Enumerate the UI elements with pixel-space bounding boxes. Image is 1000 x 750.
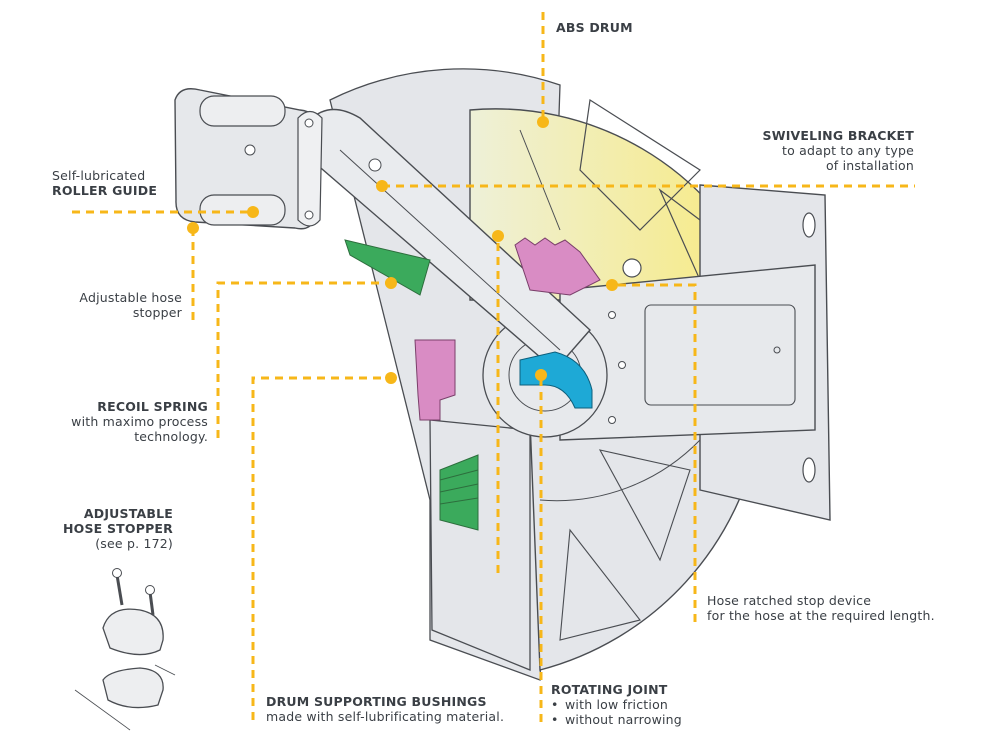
ratchet-device (414, 237, 601, 421)
abs-drum-title: ABS DRUM (556, 20, 633, 35)
label-roller-guide: Self-lubricated ROLLER GUIDE (52, 168, 157, 198)
hose-stopper-part-drawing (74, 568, 176, 731)
ratchet-stop-line: for the hose at the required length. (707, 608, 935, 623)
leader-bushings (251, 376, 391, 720)
rotating-joint-title: ROTATING JOINT (551, 682, 668, 697)
leader-recoil-spring (216, 281, 391, 438)
callout-dots (187, 116, 618, 384)
label-abs-drum: ABS DRUM (556, 20, 633, 35)
swiveling-bracket-line: to adapt to any type (782, 143, 914, 158)
hose-stopper-line: stopper (132, 305, 182, 320)
label-hose-stopper-small: Adjustable hose stopper (79, 290, 182, 320)
roller-guide-pre: Self-lubricated (52, 168, 146, 183)
rotating-joint-bullet: with low friction (551, 697, 682, 712)
swiveling-bracket (559, 184, 831, 521)
roller-guide (174, 88, 323, 230)
swiveling-bracket-line: of installation (825, 158, 914, 173)
adjustable-hose-stopper-line: ADJUSTABLE (83, 506, 173, 521)
hose-stopper-line: Adjustable hose (79, 290, 182, 305)
label-ratchet-stop: Hose ratched stop device for the hose at… (707, 593, 935, 623)
swiveling-bracket-title: SWIVELING BRACKET (762, 128, 914, 143)
label-rotating-joint: ROTATING JOINT with low friction without… (551, 682, 682, 727)
recoil-spring (344, 239, 479, 531)
adjustable-hose-stopper-line: HOSE STOPPER (62, 521, 173, 536)
roller-guide-title: ROLLER GUIDE (52, 183, 158, 198)
rotating-joint (519, 351, 593, 409)
recoil-spring-title: RECOIL SPRING (97, 399, 208, 414)
pawl (622, 258, 642, 278)
drum-bushings-title: DRUM SUPPORTING BUSHINGS (266, 694, 487, 709)
recoil-spring-line: with maximo process (71, 414, 208, 429)
drum-bushings-line: made with self-lubrificating material. (266, 709, 505, 724)
leader-ratchet (612, 283, 697, 622)
recoil-spring-line: technology. (134, 429, 208, 444)
adjustable-hose-stopper-ref: (see p. 172) (95, 536, 173, 551)
ratchet-stop-line: Hose ratched stop device (707, 593, 872, 608)
label-drum-bushings: DRUM SUPPORTING BUSHINGS made with self-… (266, 694, 504, 724)
label-swiveling-bracket: SWIVELING BRACKET to adapt to any type o… (763, 128, 915, 173)
label-adjustable-hose-stopper: ADJUSTABLE HOSE STOPPER (see p. 172) (63, 506, 173, 551)
label-recoil-spring: RECOIL SPRING with maximo process techno… (71, 399, 208, 444)
callout-lines (72, 12, 915, 722)
rotating-joint-bullet: without narrowing (551, 712, 682, 727)
